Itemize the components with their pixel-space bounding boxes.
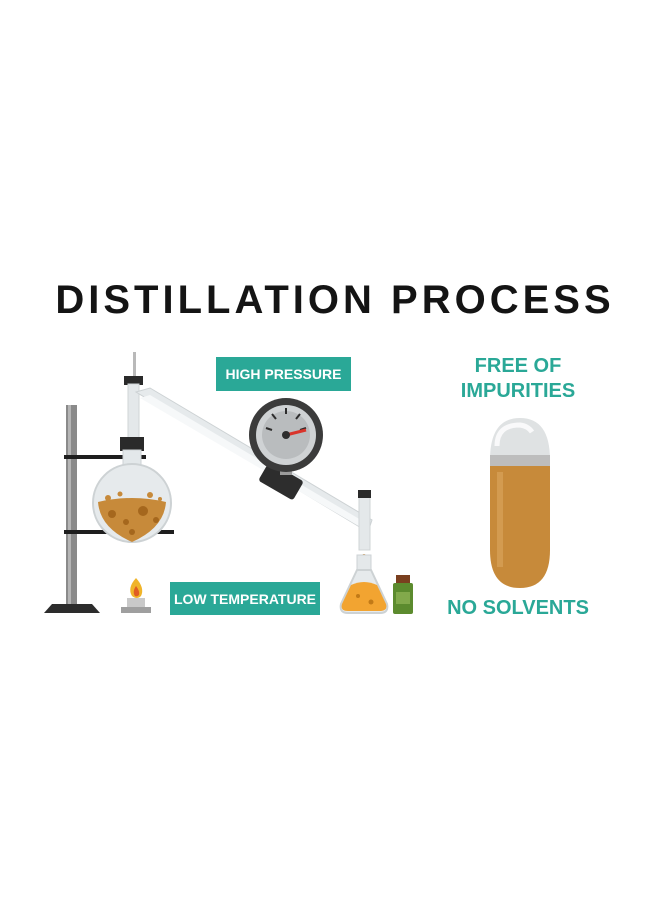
free-of-line1: FREE OF (474, 355, 562, 377)
capsule-icon (490, 418, 550, 588)
page-title: DISTILLATION PROCESS (55, 278, 615, 322)
erlenmeyer-flask-icon (339, 554, 389, 614)
free-of-impurities-label: FREE OF IMPURITIES (438, 354, 598, 404)
bottle-icon (393, 575, 413, 614)
burner-flame-icon (121, 578, 151, 613)
pressure-gauge-icon (249, 398, 323, 475)
round-flask-icon (92, 437, 172, 543)
high-pressure-label: HIGH PRESSURE (216, 357, 351, 391)
low-temperature-label: LOW TEMPERATURE (170, 582, 320, 615)
free-of-line2: IMPURITIES (460, 380, 576, 402)
condenser-tube-icon (124, 352, 373, 568)
no-solvents-label: NO SOLVENTS (447, 597, 589, 619)
